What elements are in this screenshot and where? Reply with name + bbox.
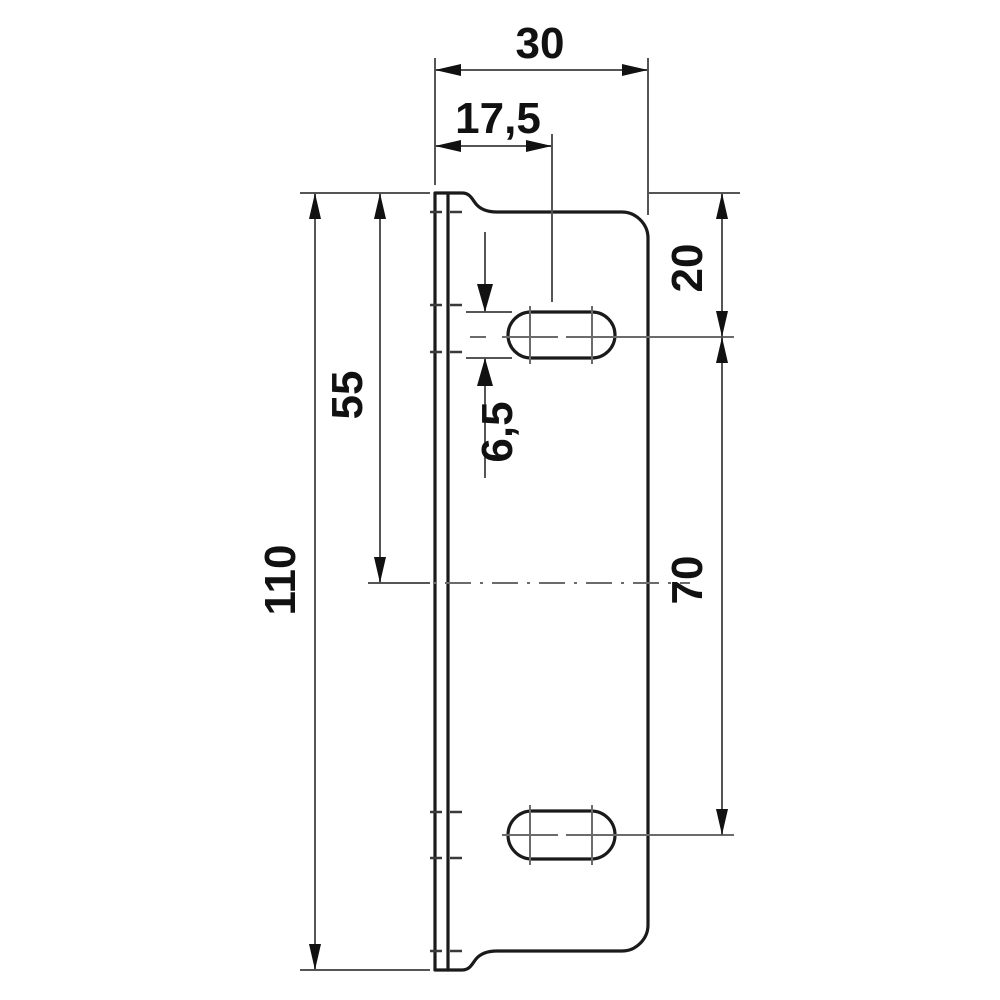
arrow-55-bottom: [374, 557, 386, 583]
dim-label-110: 110: [256, 545, 305, 616]
flange-hidden-edge-marks: [430, 210, 470, 953]
dimension-top-to-slot1: 20: [648, 192, 740, 337]
dim-label-70: 70: [663, 556, 712, 605]
dim-label-30: 30: [516, 19, 565, 68]
dimension-height-overall: 110: [256, 192, 430, 971]
arrow-20-bottom: [716, 311, 728, 337]
arrow-70-top: [716, 337, 728, 363]
dim-label-65: 6,5: [473, 401, 522, 462]
lower-slot-group: [502, 805, 734, 865]
dimension-slot-height: 6,5: [466, 232, 522, 478]
arrow-175-right: [526, 140, 552, 152]
upper-slot-group: [470, 306, 734, 364]
dimension-height-to-center: 55: [323, 192, 430, 584]
arrow-110-top: [309, 193, 321, 219]
arrow-55-top: [374, 193, 386, 219]
arrow-65-top: [477, 284, 493, 312]
part-outline-group: [433, 191, 650, 972]
arrow-20-top: [716, 193, 728, 219]
plate-body-outline: [446, 191, 650, 972]
dim-label-55: 55: [323, 371, 372, 420]
arrow-110-bottom: [309, 944, 321, 970]
arrow-30-right: [622, 64, 648, 76]
arrow-175-left: [435, 140, 461, 152]
dim-label-175: 17,5: [455, 94, 541, 143]
dimension-slot-spacing: 70: [663, 337, 728, 835]
dimension-width-to-slot-center: 17,5: [434, 94, 553, 302]
upper-slot-outline: [506, 310, 617, 360]
arrow-30-left: [435, 64, 461, 76]
arrow-65-bottom: [477, 358, 493, 386]
dim-label-20: 20: [663, 244, 712, 293]
left-flange-outline: [433, 191, 450, 972]
arrow-70-bottom: [716, 809, 728, 835]
